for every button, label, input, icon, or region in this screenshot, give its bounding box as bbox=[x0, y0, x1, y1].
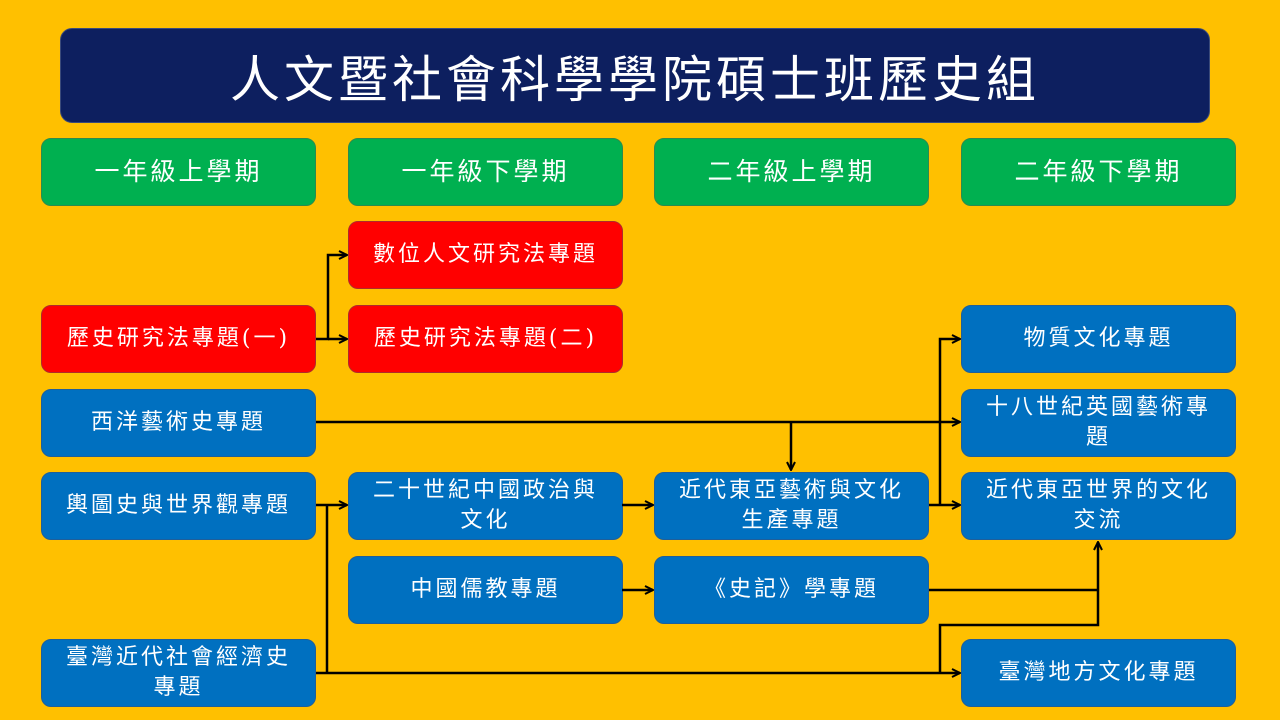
course-history-method-2: 歷史研究法專題(二) bbox=[348, 305, 623, 373]
semester-header-2: 一年級下學期 bbox=[348, 138, 623, 206]
course-taiwan-local: 臺灣地方文化專題 bbox=[961, 639, 1236, 707]
course-confucianism: 中國儒教專題 bbox=[348, 556, 623, 624]
course-china-20c: 二十世紀中國政治與文化 bbox=[348, 472, 623, 540]
course-western-art: 西洋藝術史專題 bbox=[41, 389, 316, 457]
course-british-art-18c: 十八世紀英國藝術專題 bbox=[961, 389, 1236, 457]
course-material-culture: 物質文化專題 bbox=[961, 305, 1236, 373]
arrow-method1-to-digital bbox=[316, 255, 347, 341]
course-cartography: 輿圖史與世界觀專題 bbox=[41, 472, 316, 540]
course-east-asia-art: 近代東亞藝術與文化生產專題 bbox=[654, 472, 929, 540]
semester-header-3: 二年級上學期 bbox=[654, 138, 929, 206]
course-taiwan-socioeconomic: 臺灣近代社會經濟史專題 bbox=[41, 639, 316, 707]
semester-header-4: 二年級下學期 bbox=[961, 138, 1236, 206]
course-east-asia-exchange: 近代東亞世界的文化交流 bbox=[961, 472, 1236, 540]
arrow-eastasia-art-to-material bbox=[938, 339, 960, 505]
course-digital-humanities: 數位人文研究法專題 bbox=[348, 221, 623, 289]
course-history-method-1: 歷史研究法專題(一) bbox=[41, 305, 316, 373]
arrow-taiwan-to-exchange bbox=[938, 542, 1098, 673]
course-shiji: 《史記》學專題 bbox=[654, 556, 929, 624]
page-title: 人文暨社會科學學院碩士班歷史組 bbox=[60, 28, 1210, 123]
semester-header-1: 一年級上學期 bbox=[41, 138, 316, 206]
